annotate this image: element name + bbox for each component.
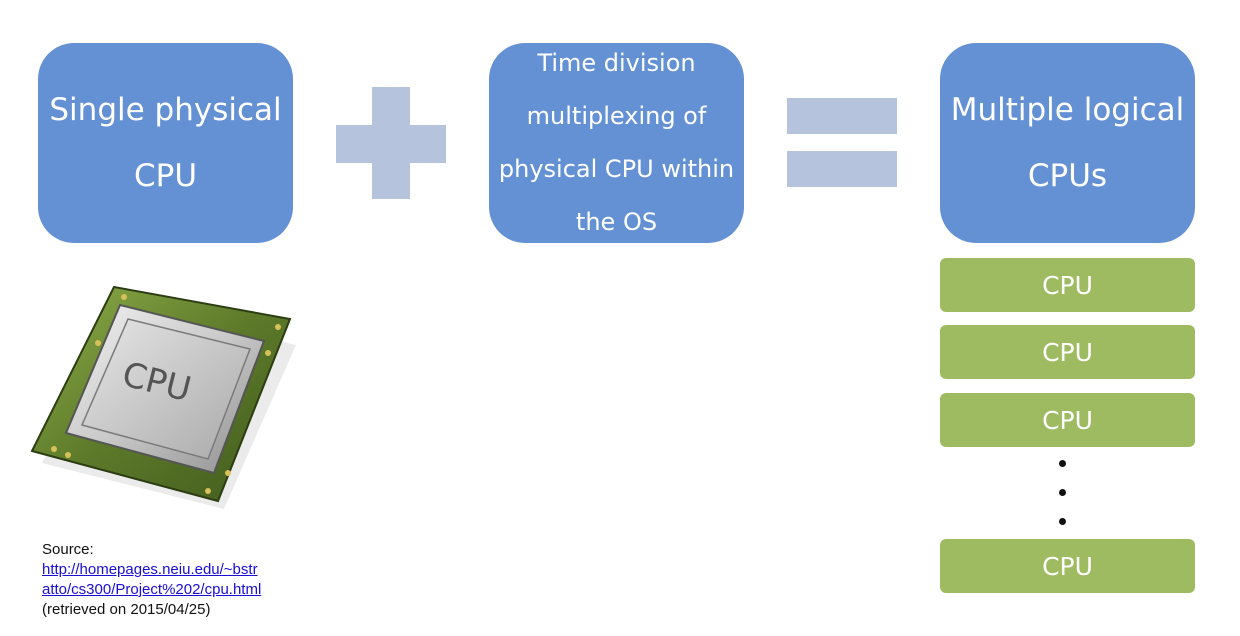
source-citation: Source: http://homepages.neiu.edu/~bstr … [42,540,261,620]
equals-top-bar [787,98,897,134]
cpu-chip-image: CPU [30,285,296,509]
time-division-box: Time division multiplexing of physical C… [489,43,744,243]
ellipsis-dot [1059,460,1066,467]
tdm-line2: multiplexing of [526,102,707,130]
plus-vertical-bar [372,87,410,199]
logical-cpu-1: CPU [940,258,1195,312]
single-cpu-line1: Single physical [49,92,282,128]
tdm-line3: physical CPU within [498,155,735,183]
multiple-cpu-line2: CPUs [1027,158,1108,194]
source-link-line2[interactable]: atto/cs300/Project%202/cpu.html [42,581,262,598]
tdm-line1: Time division [537,49,696,77]
logical-cpu-n: CPU [940,539,1195,593]
multiple-logical-cpus-box: Multiple logical CPUs [940,43,1195,243]
ellipsis-dot [1059,489,1066,496]
multiple-cpu-line1: Multiple logical [950,92,1185,128]
source-link-line1[interactable]: http://homepages.neiu.edu/~bstr [42,561,258,578]
logical-cpu-3: CPU [940,393,1195,447]
logical-cpu-2: CPU [940,325,1195,379]
ellipsis-dot [1059,518,1066,525]
tdm-line4: the OS [575,208,658,236]
equals-bottom-bar [787,151,897,187]
single-physical-cpu-box: Single physical CPU [38,43,293,243]
single-cpu-line2: CPU [133,158,198,194]
source-label: Source: [42,541,94,558]
retrieved-date: (retrieved on 2015/04/25) [42,601,211,618]
